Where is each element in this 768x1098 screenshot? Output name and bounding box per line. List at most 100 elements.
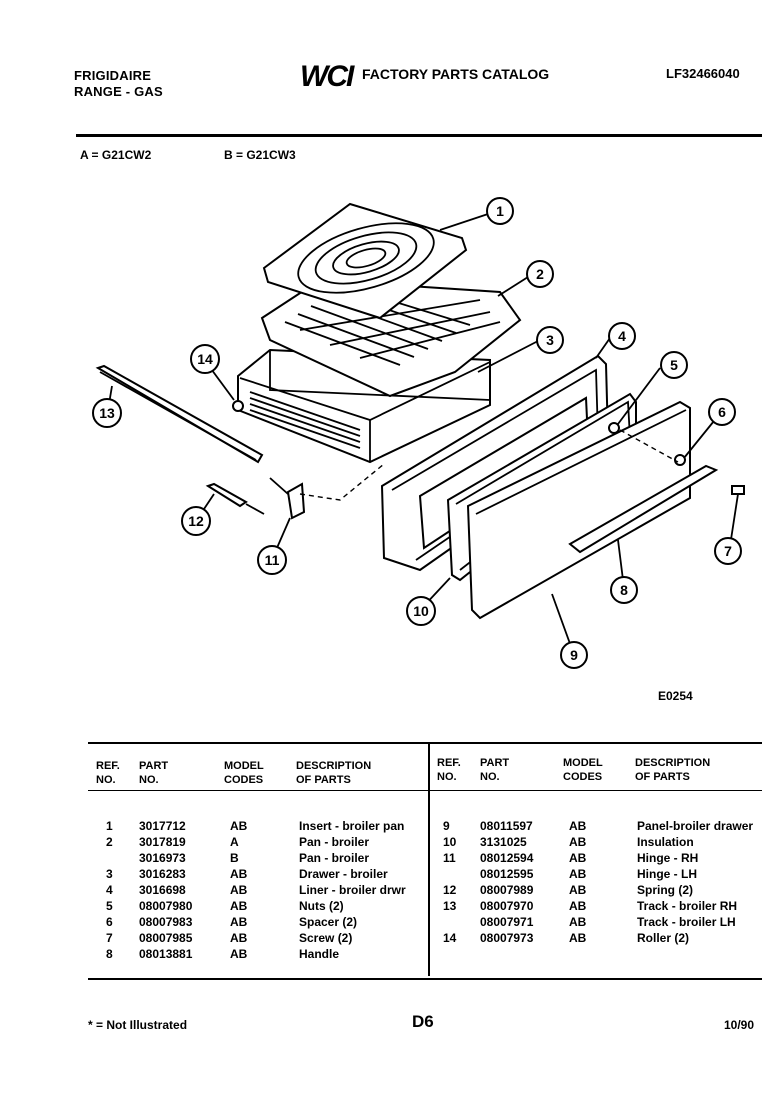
table-cell-model: AB <box>569 899 587 913</box>
table-cell-ref: 6 <box>106 915 113 929</box>
broiler-track-drawing <box>95 364 264 464</box>
table-cell-desc: Insulation <box>637 835 694 849</box>
table-cell-part: 08011597 <box>480 819 533 833</box>
callout-10-label: 10 <box>413 603 429 619</box>
header-brand-block: FRIGIDAIRE RANGE - GAS <box>74 68 163 100</box>
callout-5-label: 5 <box>670 357 678 373</box>
table-cell-part: 3016698 <box>139 883 186 897</box>
table-cell-ref: 3 <box>106 867 113 881</box>
table-bottom-rule <box>88 978 762 980</box>
callout-9: 9 <box>560 641 588 669</box>
callout-6: 6 <box>708 398 736 426</box>
diagram-code: E0254 <box>658 689 693 703</box>
table-cell-desc: Drawer - broiler <box>299 867 388 881</box>
table-cell-part: 08007989 <box>480 883 534 897</box>
table-cell-model: AB <box>230 931 248 945</box>
table-cell-desc: Insert - broiler pan <box>299 819 405 833</box>
callout-2-label: 2 <box>536 266 544 282</box>
table-cell-part: 08012595 <box>480 867 534 881</box>
callout-4: 4 <box>608 322 636 350</box>
table-cell-model: AB <box>569 835 587 849</box>
table-header-rule <box>88 790 762 791</box>
table-cell-model: AB <box>569 819 587 833</box>
model-a-label: A = G21CW2 <box>80 148 152 162</box>
header-model-right: MODEL CODES <box>563 757 603 783</box>
callout-9-label: 9 <box>570 647 578 663</box>
table-cell-part: 08012594 <box>480 851 534 865</box>
nut-drawing <box>608 422 620 434</box>
catalog-title: FACTORY PARTS CATALOG <box>362 66 550 82</box>
screw-drawing <box>731 485 745 495</box>
table-cell-desc: Panel-broiler drawer <box>637 819 754 833</box>
table-cell-desc: Hinge - RH <box>637 851 699 865</box>
table-cell-model: AB <box>569 867 587 881</box>
header-model-left: MODEL CODES <box>224 760 264 786</box>
callout-6-label: 6 <box>718 404 726 420</box>
table-cell-ref: 7 <box>106 931 113 945</box>
table-cell-model: AB <box>569 883 587 897</box>
callout-2: 2 <box>526 260 554 288</box>
table-cell-part: 08007983 <box>139 915 193 929</box>
table-cell-desc: Roller (2) <box>637 931 690 945</box>
callout-14-label: 14 <box>197 351 213 367</box>
table-cell-part: 3016973 <box>139 851 186 865</box>
table-cell-model: AB <box>230 867 248 881</box>
callout-1: 1 <box>486 197 514 225</box>
table-cell-ref: 11 <box>443 851 456 865</box>
table-cell-ref: 10 <box>443 835 457 849</box>
table-cell-part: 08007973 <box>480 931 534 945</box>
table-cell-desc: Pan - broiler <box>299 851 370 865</box>
header-ref-left: REF. NO. <box>96 760 120 786</box>
table-cell-ref: 14 <box>443 931 457 945</box>
table-cell-ref: 13 <box>443 899 457 913</box>
brand-name: FRIGIDAIRE <box>74 68 152 83</box>
callout-11-label: 11 <box>265 552 280 568</box>
spacer-drawing <box>674 454 686 466</box>
table-cell-part: 3131025 <box>480 835 527 849</box>
hinge-drawing <box>269 477 306 520</box>
callout-leaders <box>107 213 739 653</box>
callout-10: 10 <box>406 596 436 626</box>
table-cell-model: B <box>230 851 239 865</box>
document-number: LF32466040 <box>666 66 740 81</box>
callout-11: 11 <box>257 545 287 575</box>
model-b-label: B = G21CW3 <box>224 148 296 162</box>
table-cell-model: AB <box>569 851 587 865</box>
table-cell-part: 08007971 <box>480 915 534 929</box>
table-cell-ref: 9 <box>443 819 450 833</box>
wci-logo: WCI <box>300 60 354 93</box>
drawer-panel-drawing <box>466 400 691 620</box>
callout-3-label: 3 <box>546 332 554 348</box>
footer-note: * = Not Illustrated <box>88 1018 188 1032</box>
table-cell-part: 08007970 <box>480 899 534 913</box>
table-cell-desc: Spacer (2) <box>299 915 358 929</box>
table-cell-model: AB <box>569 915 587 929</box>
table-cell-ref: 5 <box>106 899 113 913</box>
callout-13: 13 <box>92 398 122 428</box>
callout-8-label: 8 <box>620 582 628 598</box>
table-cell-desc: Pan - broiler <box>299 835 370 849</box>
table-cell-part: 3016283 <box>139 867 186 881</box>
spring-drawing <box>205 482 265 515</box>
table-cell-desc: Nuts (2) <box>299 899 344 913</box>
header-part-left: PART NO. <box>139 760 169 786</box>
callout-8: 8 <box>610 576 638 604</box>
table-cell-part: 08007980 <box>139 899 193 913</box>
table-cell-ref: 1 <box>106 819 113 833</box>
callout-14: 14 <box>190 344 220 374</box>
table-cell-model: AB <box>230 819 248 833</box>
broiler-insert-drawing <box>262 202 468 320</box>
callout-7-label: 7 <box>724 543 732 559</box>
table-cell-desc: Spring (2) <box>637 883 693 897</box>
header-desc-right: DESCRIPTION OF PARTS <box>635 757 711 783</box>
table-cell-desc: Handle <box>299 947 340 961</box>
table-cell-model: AB <box>230 947 248 961</box>
callout-1-label: 1 <box>496 203 504 219</box>
table-cell-ref: 12 <box>443 883 457 897</box>
table-cell-ref: 2 <box>106 835 113 849</box>
table-cell-desc: Screw (2) <box>299 931 353 945</box>
drawer-handle-drawing <box>568 464 719 554</box>
table-cell-ref: 4 <box>106 883 113 897</box>
table-cell-model: AB <box>569 931 587 945</box>
table-cell-part: 08013881 <box>139 947 193 961</box>
